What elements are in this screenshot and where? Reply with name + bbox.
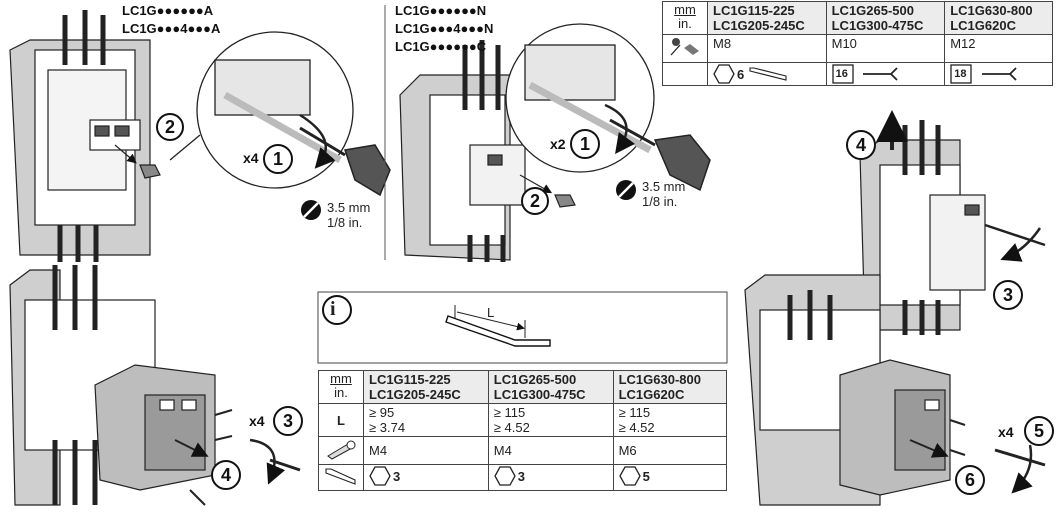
screw-size-3: M6 xyxy=(612,436,728,465)
info-box xyxy=(317,291,728,364)
unit-header: mm in. xyxy=(318,370,364,404)
panel-a-ref-2: LC1G●●●4●●●A xyxy=(122,21,221,36)
unit-mm: mm xyxy=(330,371,352,386)
zoom-circle-a xyxy=(169,31,354,189)
length-1: ≥ 95≥ 3.74 xyxy=(363,403,489,437)
row-label-L: L xyxy=(318,403,364,437)
info-icon: i xyxy=(330,298,336,320)
step-b1-badge: 1 xyxy=(570,129,600,159)
unit-mm: mm xyxy=(674,2,696,17)
hex-icon xyxy=(713,64,735,84)
screwdriver-a-mm: 3.5 mm xyxy=(327,200,371,215)
hex-icon xyxy=(618,466,641,486)
table-row: M4 M4 M6 xyxy=(318,436,728,465)
contactor-a-illustration xyxy=(9,10,161,262)
hex-size-3: 5 xyxy=(612,464,728,491)
step-d5-badge: 5 xyxy=(1024,416,1054,446)
panel-b-ref-1: LC1G●●●●●●N xyxy=(395,3,487,18)
table-row: 6 16 18 xyxy=(662,62,1053,86)
tool-size-3: 18 xyxy=(944,62,1053,86)
panel-b-ref-3: LC1G●●●●●●C xyxy=(395,39,487,54)
step-d6-badge: 6 xyxy=(955,465,985,495)
zoom-circle-b xyxy=(505,23,655,173)
hex-size-2: 3 xyxy=(487,464,614,491)
step-b1-mult: x2 xyxy=(550,136,566,152)
socket-wrench-icon xyxy=(982,67,1017,81)
table-row: L ≥ 95≥ 3.74 ≥ 115≥ 4.52 ≥ 115≥ 4.52 xyxy=(318,403,728,437)
screw-icon xyxy=(327,440,356,460)
step-a1-mult: x4 xyxy=(243,150,259,166)
screwdriver-b-size: 3.5 mm 1/8 in. xyxy=(642,179,685,209)
contactor-b-illustration xyxy=(399,40,576,262)
table-row: M8 M10 M12 xyxy=(662,34,1053,63)
panel-a-ref-1: LC1G●●●●●●A xyxy=(122,3,214,18)
blade-icon-a xyxy=(301,200,321,220)
step-a1-badge: 1 xyxy=(263,144,293,174)
step-d4-badge: 4 xyxy=(846,130,876,160)
assembly-c-illustration xyxy=(9,265,301,506)
screw-icon-cell xyxy=(662,34,708,63)
panel-b-ref-2: LC1G●●●4●●●N xyxy=(395,21,494,36)
tool-size-1: 6 xyxy=(707,62,827,86)
screw-size-1: M4 xyxy=(363,436,489,465)
step-d3-badge: 3 xyxy=(993,280,1023,310)
step-c3-badge: 3 xyxy=(273,406,303,436)
assembly-d-bottom-illustration xyxy=(744,274,1046,506)
hex-key-icon xyxy=(749,67,787,81)
screwdriver-a-size: 3.5 mm 1/8 in. xyxy=(327,200,370,230)
step-b2-badge: 2 xyxy=(521,187,549,215)
screw-size-2: M10 xyxy=(825,34,946,63)
info-dim-label: L xyxy=(487,305,495,320)
step-d5-mult: x4 xyxy=(998,424,1014,440)
screwdriver-a-in: 1/8 in. xyxy=(327,215,363,230)
hex-icon xyxy=(369,466,391,486)
unit-in: in. xyxy=(678,16,692,31)
screw-size-2: M4 xyxy=(487,436,614,465)
socket-wrench-icon xyxy=(863,67,899,81)
step-c3-mult: x4 xyxy=(249,413,265,429)
hex-size-1: 3 xyxy=(363,464,489,491)
screw-size-3: M12 xyxy=(944,34,1053,63)
screw-size-1: M8 xyxy=(707,34,827,63)
tool-size-2: 16 xyxy=(825,62,946,86)
hex-key-icon-cell xyxy=(318,464,364,491)
screwdriver-b xyxy=(609,118,711,192)
screw-icon-cell xyxy=(318,436,364,465)
blade-icon-b xyxy=(616,180,636,200)
screwdriver-b-mm: 3.5 mm xyxy=(642,179,686,194)
tool-icon-cell xyxy=(662,62,708,86)
step-a2-badge: 2 xyxy=(156,113,184,141)
unit-header: mm in. xyxy=(662,1,708,35)
socket-icon xyxy=(831,64,854,84)
hex-key-icon xyxy=(325,468,356,485)
table-row: 3 3 5 xyxy=(318,464,728,491)
screw-icon xyxy=(670,38,699,56)
length-2: ≥ 115≥ 4.52 xyxy=(487,403,614,437)
assembly-d-top-illustration xyxy=(859,110,1046,335)
step-c4-badge: 4 xyxy=(211,460,241,490)
socket-icon xyxy=(950,64,972,84)
unit-in: in. xyxy=(334,385,348,400)
screwdriver-b-in: 1/8 in. xyxy=(642,194,678,209)
length-3: ≥ 115≥ 4.52 xyxy=(612,403,728,437)
hex-icon xyxy=(494,466,516,486)
